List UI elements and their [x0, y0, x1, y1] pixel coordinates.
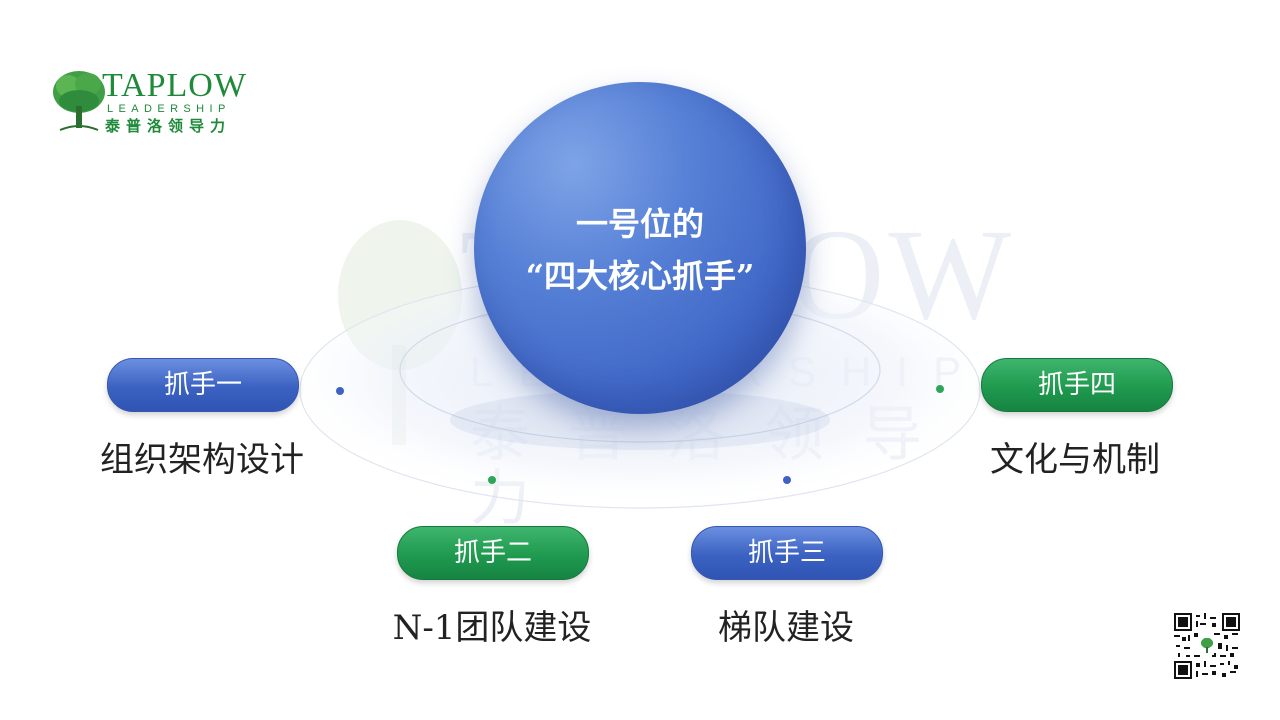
logo-brand: TAPLOW [102, 67, 247, 104]
handle-1-pill: 抓手一 [107, 358, 299, 412]
qr-code-icon [1174, 613, 1240, 679]
center-title: 一号位的 “四大核心抓手” [474, 198, 806, 302]
center-title-line1: 一号位的 [575, 205, 704, 243]
circle-shadow [450, 390, 830, 450]
orbit-dot-2 [488, 476, 496, 484]
orbit-dot-4 [936, 385, 944, 393]
handle-4-pill: 抓手四 [981, 358, 1173, 412]
center-title-line2: “四大核心抓手” [525, 257, 755, 295]
tree-icon [53, 71, 105, 131]
center-circle [474, 82, 806, 414]
handle-2-label: N-1团队建设 [392, 608, 592, 648]
handle-3-pill: 抓手三 [691, 526, 883, 580]
logo-subtitle: LEADERSHIP [107, 103, 231, 115]
handle-2-pill: 抓手二 [397, 526, 589, 580]
orbit-dot-1 [336, 387, 344, 395]
orbit-dot-3 [783, 476, 791, 484]
taplow-logo: TAPLOW LEADERSHIP 泰普洛领导力 [50, 68, 280, 140]
logo-chinese-name: 泰普洛领导力 [105, 117, 232, 135]
handle-4-label: 文化与机制 [990, 440, 1160, 480]
handle-1-label: 组织架构设计 [100, 440, 304, 480]
handle-3-label: 梯队建设 [718, 608, 854, 648]
